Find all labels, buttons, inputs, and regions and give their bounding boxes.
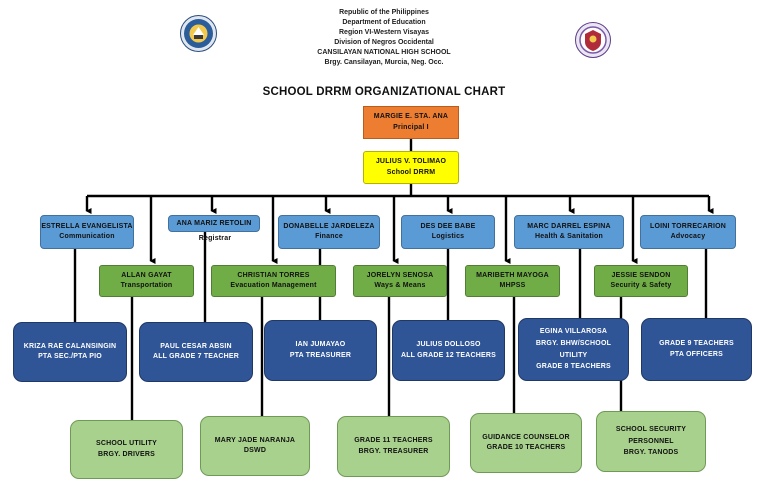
committee-mhpss: MARIBETH MAYOGA MHPSS [465, 265, 560, 297]
committee-name: ESTRELLA EVANGELISTA [41, 222, 133, 230]
committee-communication: ESTRELLA EVANGELISTA Communication [40, 215, 134, 249]
committee-name: LOINI TORRECARION [650, 222, 726, 230]
member-box-ways-means: GRADE 11 TEACHERS BRGY. TREASURER [337, 416, 450, 477]
committee-ways-means: JORELYN SENOSA Ways & Means [353, 265, 447, 297]
committee-role: Transportation [120, 282, 173, 289]
member-box-evacuation: MARY JADE NARANJA DSWD [200, 416, 310, 476]
header-line-address: Brgy. Cansilayan, Murcia, Neg. Occ. [324, 59, 444, 66]
member-line: BRGY. DRIVERS [97, 450, 156, 458]
committee-role: Finance [315, 233, 343, 240]
committee-transportation: ALLAN GAYAT Transportation [99, 265, 194, 297]
member-box-advocacy: GRADE 9 TEACHERS PTA OFFICERS [641, 318, 752, 381]
committee-role: Registrar [198, 235, 232, 242]
committee-registrar: ANA MARIZ RETOLIN Registrar [168, 215, 260, 242]
member-line: KRIZA RAE CALANSINGIN [23, 342, 117, 350]
committee-health-sanitation: MARC DARREL ESPINA Health & Sanitation [514, 215, 624, 249]
committee-name: ANA MARIZ RETOLIN [176, 220, 252, 227]
member-line: BRGY. TANODS [623, 449, 679, 457]
member-box-health-sanitation: EGINA VILLAROSA BRGY. BHW/SCHOOL UTILITY… [518, 318, 629, 381]
member-line: GRADE 10 TEACHERS [486, 444, 566, 451]
committee-role: Ways & Means [374, 282, 426, 289]
header-line-department: Department of Education [342, 19, 426, 26]
member-line: GRADE 8 TEACHERS [536, 363, 611, 371]
committee-role: Security & Safety [610, 282, 672, 289]
coordinator-role: School DRRM [386, 168, 436, 176]
header-line-division: Division of Negros Occidental [334, 39, 434, 46]
member-line: PTA OFFICERS [670, 350, 723, 358]
committee-name: DONABELLE JARDELEZA [283, 222, 375, 230]
committee-logistics: DES DEE BABE Logistics [401, 215, 495, 249]
committee-advocacy: LOINI TORRECARION Advocacy [640, 215, 736, 249]
member-line: ALL GRADE 12 TEACHERS [400, 351, 497, 359]
committee-name: MARC DARREL ESPINA [527, 222, 611, 230]
coordinator-name: JULIUS V. TOLIMAO [375, 158, 447, 166]
deped-seal-icon [180, 15, 217, 52]
member-box-registrar: PAUL CESAR ABSIN ALL GRADE 7 TEACHER [139, 322, 253, 382]
member-line: GRADE 9 TEACHERS [659, 340, 734, 348]
member-line: UTILITY [559, 351, 588, 359]
committee-name: CHRISTIAN TORRES [237, 271, 310, 279]
member-line: ALL GRADE 7 TEACHER [152, 353, 240, 360]
principal-name: MARGIE E. STA. ANA [373, 113, 449, 121]
principal-role: Principal I [393, 123, 429, 131]
member-line: PERSONNEL [628, 437, 674, 445]
header-line-region: Region VI-Western Visayas [339, 29, 429, 36]
header-line-school: CANSILAYAN NATIONAL HIGH SCHOOL [317, 49, 451, 56]
member-box-logistics: JULIUS DOLLOSO ALL GRADE 12 TEACHERS [392, 320, 505, 381]
committee-finance: DONABELLE JARDELEZA Finance [278, 215, 380, 249]
member-line: MARY JADE NARANJA [214, 436, 296, 444]
member-line: SCHOOL UTILITY [95, 440, 157, 448]
committee-role: Evacuation Management [230, 282, 317, 289]
committee-security-safety: JESSIE SENDON Security & Safety [594, 265, 688, 297]
committee-name: JESSIE SENDON [611, 271, 671, 279]
member-line: SCHOOL SECURITY [615, 425, 687, 433]
member-line: EGINA VILLAROSA [539, 327, 608, 335]
committee-role: Communication [59, 233, 115, 240]
drrm-coordinator-box: JULIUS V. TOLIMAO School DRRM [363, 151, 459, 184]
committee-name: DES DEE BABE [420, 222, 476, 230]
member-line: BRGY. TREASURER [358, 447, 429, 455]
member-line: DSWD [243, 447, 267, 454]
member-line: GRADE 11 TEACHERS [354, 437, 433, 445]
member-line: BRGY. BHW/SCHOOL [535, 339, 612, 347]
member-box-finance: IAN JUMAYAO PTA TREASURER [264, 320, 377, 381]
committee-role: Health & Sanitation [535, 233, 603, 240]
chart-title: SCHOOL DRRM ORGANIZATIONAL CHART [262, 86, 506, 98]
member-line: PTA TREASURER [289, 351, 352, 359]
member-line: JULIUS DOLLOSO [416, 341, 481, 349]
committee-name: JORELYN SENOSA [366, 271, 434, 279]
member-box-communication: KRIZA RAE CALANSINGIN PTA SEC./PTA PIO [13, 322, 127, 382]
member-box-mhpss: GUIDANCE COUNSELOR GRADE 10 TEACHERS [470, 413, 582, 473]
header-line-republic: Republic of the Philippines [339, 9, 429, 16]
member-line: PTA SEC./PTA PIO [38, 353, 102, 360]
principal-box: MARGIE E. STA. ANA Principal I [363, 106, 459, 139]
member-line: IAN JUMAYAO [295, 341, 346, 349]
school-seal-icon [575, 22, 611, 58]
member-line: PAUL CESAR ABSIN [160, 342, 232, 350]
committee-name: ALLAN GAYAT [121, 271, 172, 279]
committee-name: MARIBETH MAYOGA [476, 271, 549, 279]
member-line: GUIDANCE COUNSELOR [482, 433, 570, 441]
member-box-transportation: SCHOOL UTILITY BRGY. DRIVERS [70, 420, 183, 479]
committee-role: Logistics [431, 233, 465, 240]
committee-role: Advocacy [670, 233, 706, 240]
committee-role: MHPSS [499, 282, 526, 289]
member-box-security: SCHOOL SECURITY PERSONNEL BRGY. TANODS [596, 411, 706, 472]
committee-evacuation-management: CHRISTIAN TORRES Evacuation Management [211, 265, 336, 297]
